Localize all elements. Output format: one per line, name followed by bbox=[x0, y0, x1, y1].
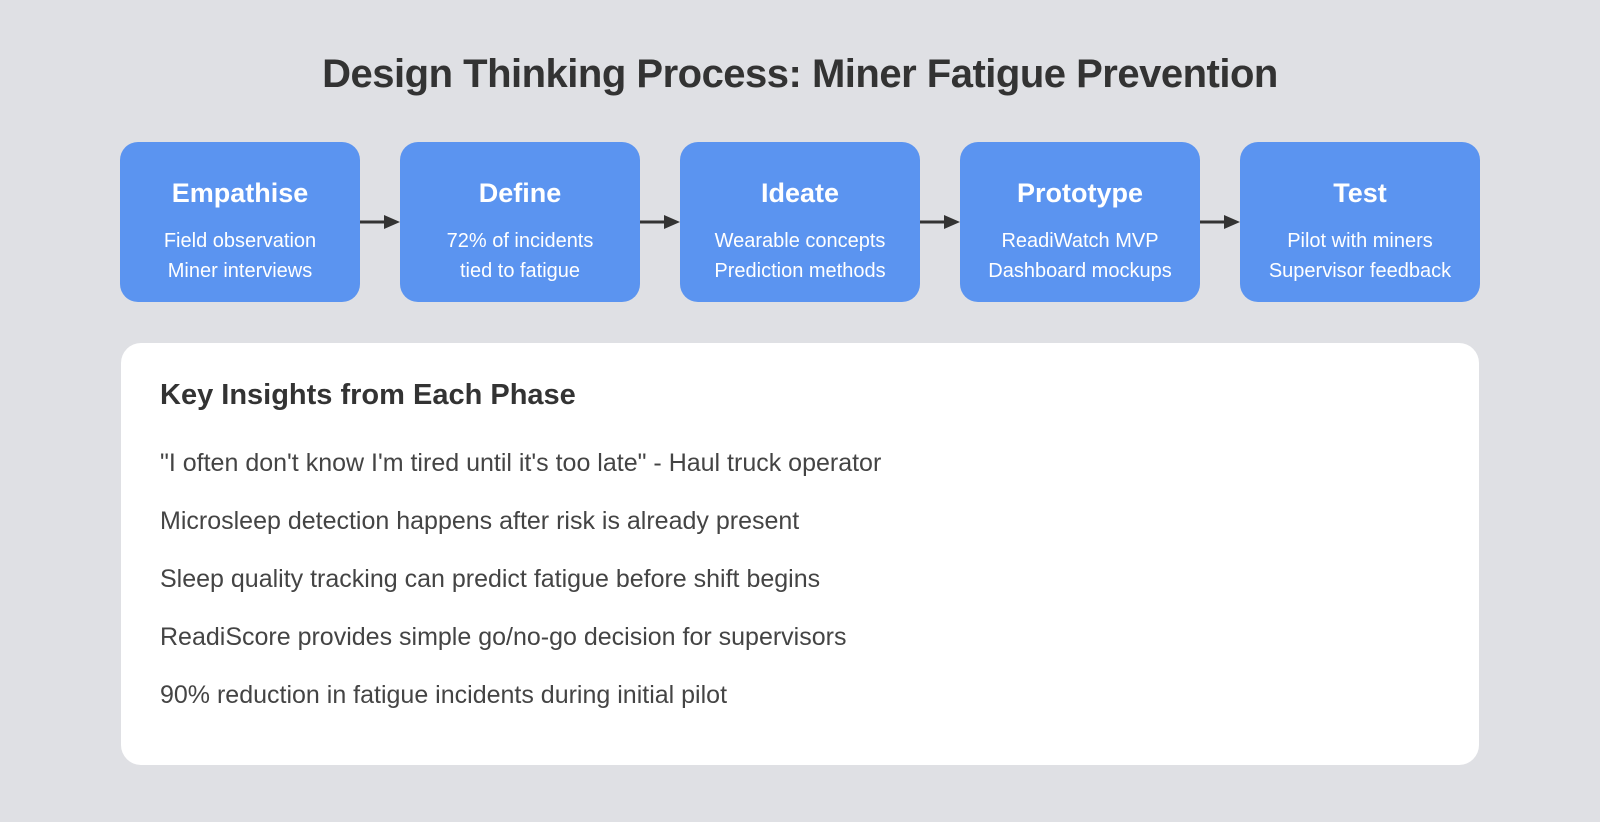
phase-name: Prototype bbox=[1016, 178, 1143, 208]
arrow-icon bbox=[1200, 215, 1240, 229]
phase-test: Test Pilot with miners Supervisor feedba… bbox=[1240, 142, 1480, 302]
phase-detail: Dashboard mockups bbox=[988, 260, 1172, 282]
phase-name: Empathise bbox=[171, 178, 309, 208]
insights-panel: Key Insights from Each Phase "I often do… bbox=[121, 343, 1479, 765]
insight-item: Sleep quality tracking can predict fatig… bbox=[160, 565, 821, 593]
insights-title: Key Insights from Each Phase bbox=[160, 379, 576, 411]
phase-detail: Wearable concepts bbox=[714, 230, 886, 252]
phase-name: Test bbox=[1333, 178, 1387, 208]
phase-detail: Prediction methods bbox=[714, 260, 886, 282]
arrow-icon bbox=[920, 215, 960, 229]
arrow-icon bbox=[360, 215, 400, 229]
phase-detail: Field observation bbox=[163, 230, 317, 252]
phase-ideate: Ideate Wearable concepts Prediction meth… bbox=[680, 142, 920, 302]
insight-item: Microsleep detection happens after risk … bbox=[160, 507, 800, 535]
phase-detail: Supervisor feedback bbox=[1268, 260, 1452, 282]
arrow-icon bbox=[640, 215, 680, 229]
phase-empathise: Empathise Field observation Miner interv… bbox=[120, 142, 360, 302]
phase-name: Ideate bbox=[760, 178, 840, 208]
diagram-title: Design Thinking Process: Miner Fatigue P… bbox=[322, 52, 1278, 96]
phase-prototype: Prototype ReadiWatch MVP Dashboard mocku… bbox=[960, 142, 1200, 302]
insight-item: 90% reduction in fatigue incidents durin… bbox=[160, 681, 728, 709]
insight-item: "I often don't know I'm tired until it's… bbox=[160, 449, 882, 477]
phase-detail: 72% of incidents bbox=[446, 230, 594, 252]
phase-detail: Miner interviews bbox=[167, 260, 313, 282]
phase-detail: tied to fatigue bbox=[459, 260, 581, 282]
phase-define: Define 72% of incidents tied to fatigue bbox=[400, 142, 640, 302]
phase-name: Define bbox=[478, 178, 562, 208]
insight-item: ReadiScore provides simple go/no-go deci… bbox=[160, 623, 847, 651]
phase-detail: Pilot with miners bbox=[1287, 230, 1433, 252]
phase-detail: ReadiWatch MVP bbox=[1001, 230, 1159, 252]
